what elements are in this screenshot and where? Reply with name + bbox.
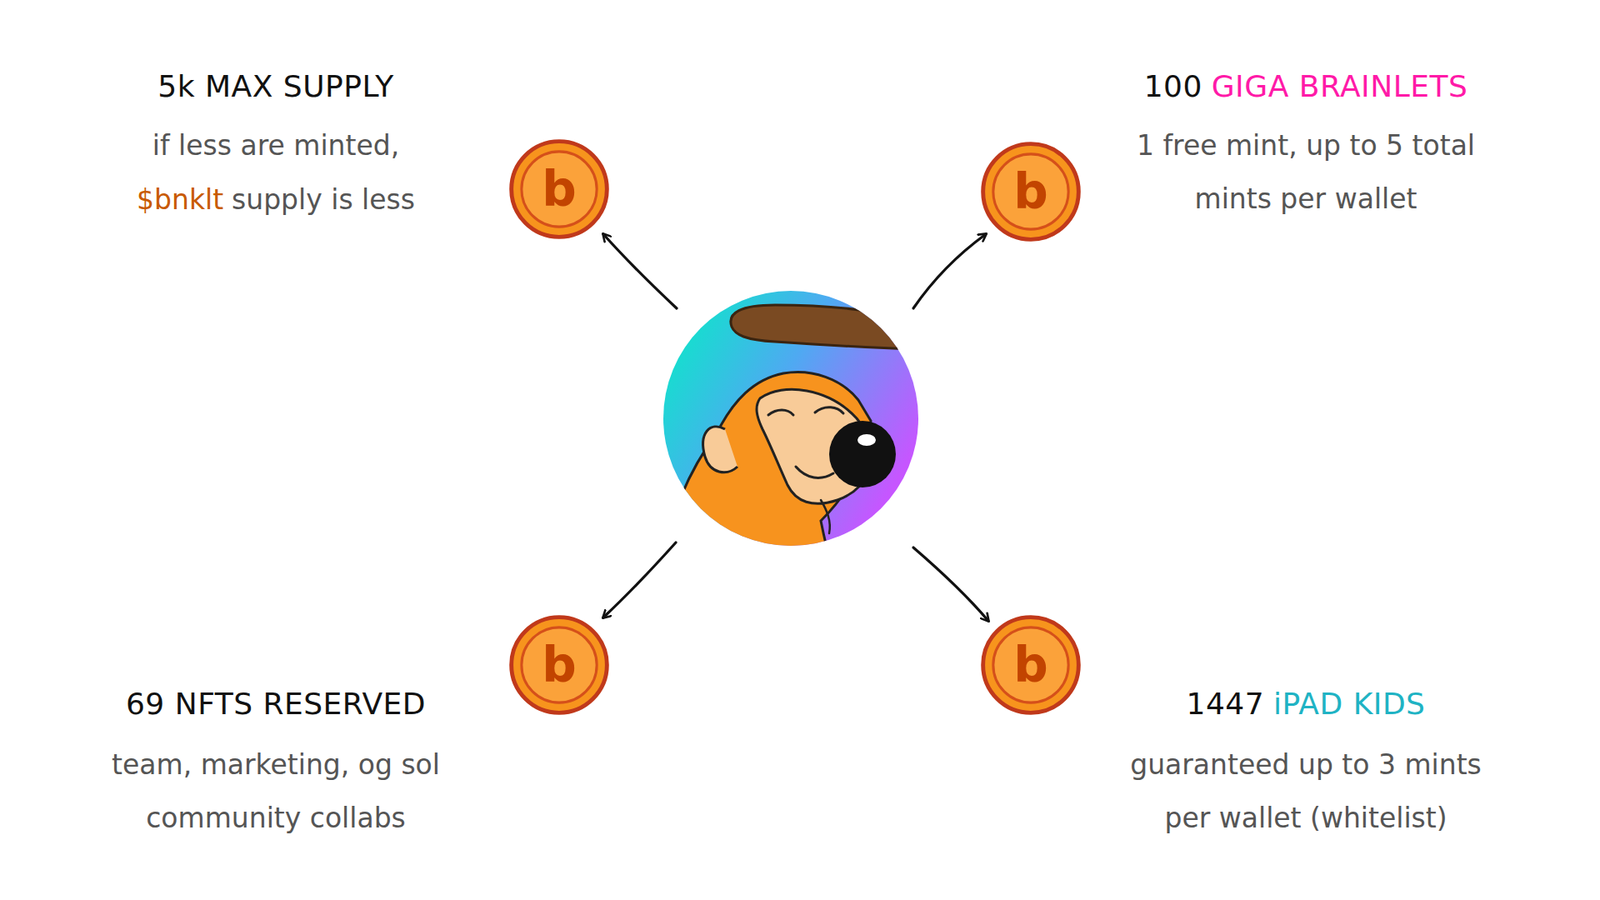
coin: b xyxy=(508,614,610,716)
arrow xyxy=(913,234,986,309)
section-heading: GIGA BRAINLETS xyxy=(1211,69,1469,104)
coin-letter: b xyxy=(1013,167,1049,216)
section-note: supply is less xyxy=(231,183,415,216)
section-note: team, marketing, og sol community collab… xyxy=(111,748,440,835)
coin: b xyxy=(980,140,1082,243)
coin-letter: b xyxy=(541,165,577,214)
section-heading: 1447 xyxy=(1186,686,1265,721)
coin: b xyxy=(980,614,1082,716)
arrow xyxy=(913,547,989,621)
section-note: guaranteed up to 3 mints per wallet (whi… xyxy=(1130,748,1482,835)
dog-nose xyxy=(829,420,896,488)
stick xyxy=(730,305,934,350)
section-note: 1 free mint, up to 5 total mints per wal… xyxy=(1136,129,1475,215)
section-heading: 69 NFTS RESERVED xyxy=(125,686,426,721)
arrows xyxy=(603,234,989,621)
arrow xyxy=(603,542,676,618)
arrow xyxy=(603,234,677,309)
coin-letter: b xyxy=(541,640,577,690)
coin: b xyxy=(508,138,610,240)
section-heading: 5k MAX SUPPLY xyxy=(157,69,394,104)
avatar-circle xyxy=(658,290,934,600)
section-note: if less are minted, xyxy=(152,129,400,162)
section-heading: 100 xyxy=(1144,69,1203,104)
dog-head xyxy=(658,372,871,600)
section-note: $bnklt xyxy=(136,183,224,216)
coin-letter: b xyxy=(1013,640,1049,690)
section-heading: iPAD KIDS xyxy=(1273,686,1426,721)
dog-ear xyxy=(703,426,738,473)
